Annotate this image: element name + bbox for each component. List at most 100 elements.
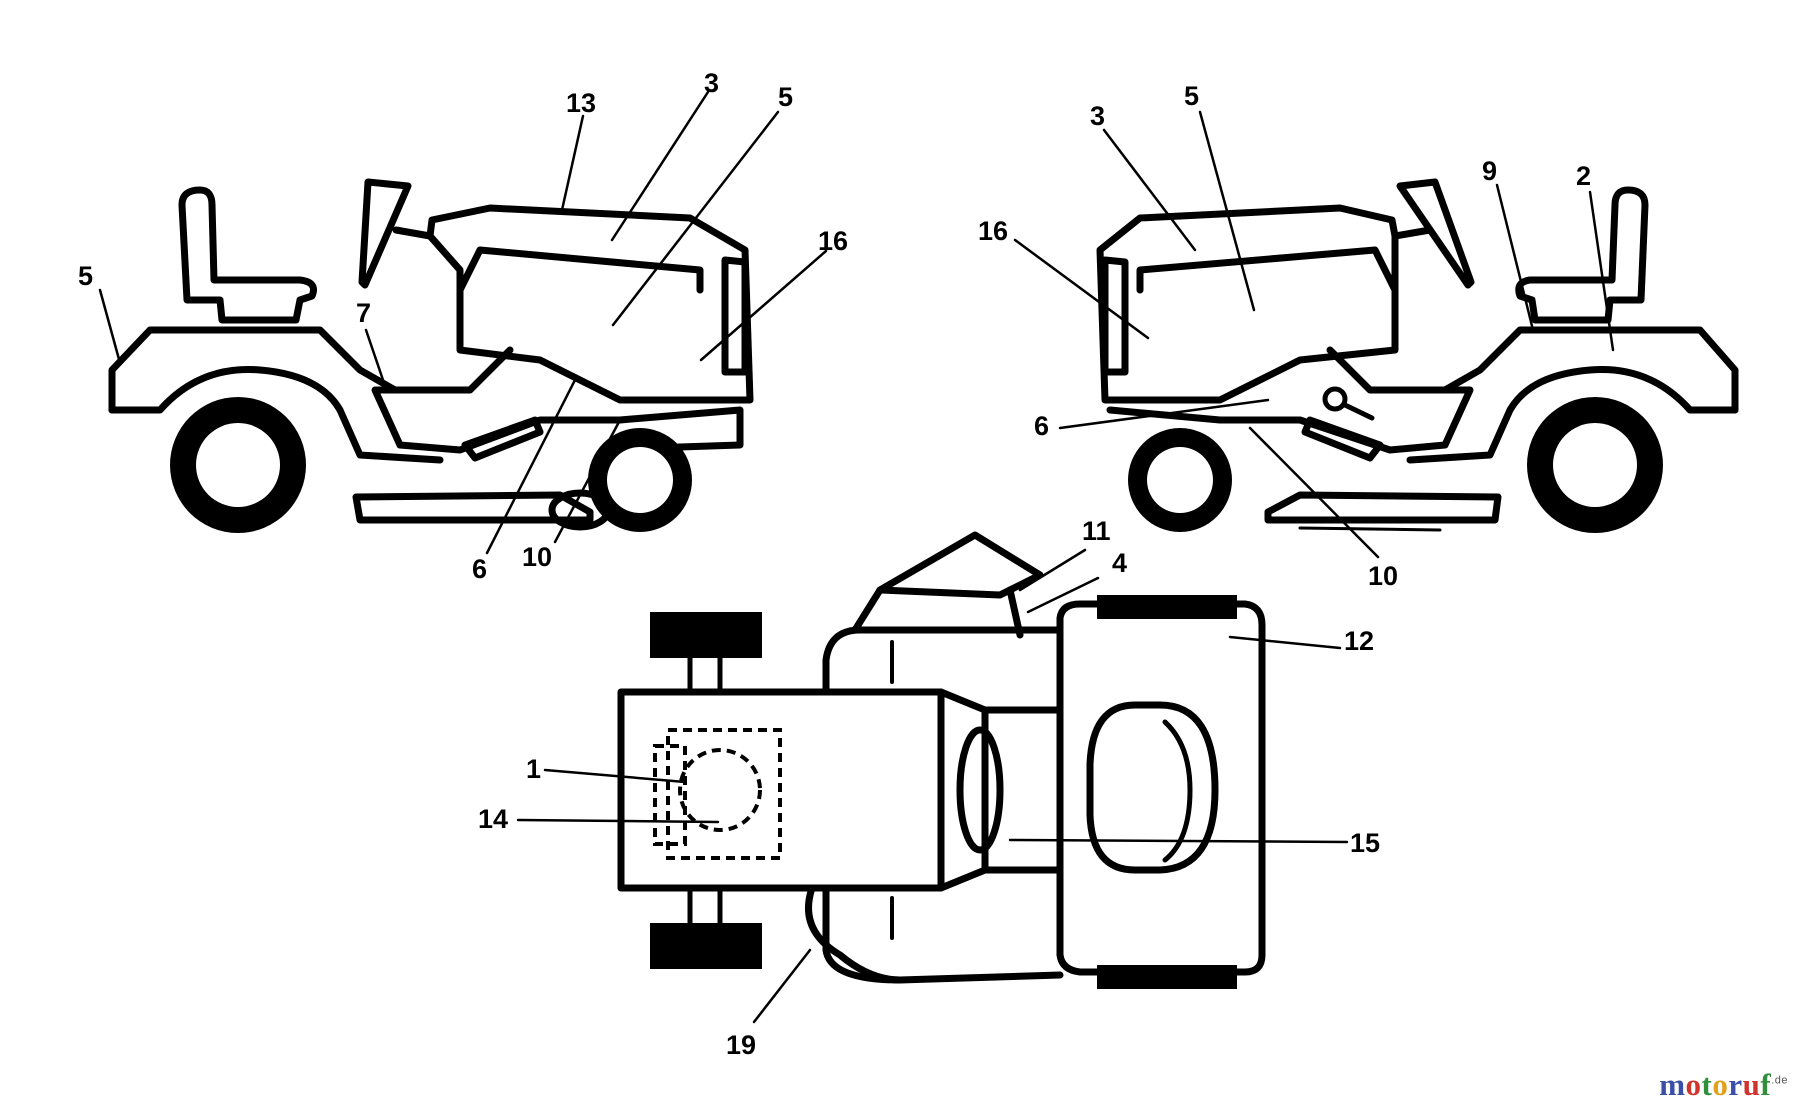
left-callout-13: 13: [566, 88, 596, 118]
right-mower-deck: [1264, 491, 1502, 524]
left-callout-5a: 5: [778, 82, 793, 112]
right-callout-5: 5: [1184, 81, 1199, 111]
left-callout-3: 3: [704, 68, 719, 98]
right-deck-skid: [1298, 526, 1442, 532]
top-view: 11 4 12 1 14 15 19: [478, 516, 1380, 1060]
right-leader-5: [1198, 110, 1256, 312]
right-side-view: 3 5 9 2 16 6 10: [978, 81, 1739, 591]
top-leader-4: [1026, 576, 1100, 614]
top-body-upper: [981, 646, 1064, 934]
top-dashboard: [956, 726, 1004, 854]
top-callout-19: 19: [726, 1030, 756, 1060]
right-callout-10: 10: [1368, 561, 1398, 591]
right-callout-9: 9: [1482, 156, 1497, 186]
left-front-rim: [607, 447, 673, 513]
right-leader-2: [1588, 190, 1615, 352]
right-grille: [1101, 256, 1129, 376]
left-rear-rim: [196, 423, 280, 507]
watermark-letter: t: [1701, 1067, 1713, 1102]
right-callout-3: 3: [1090, 101, 1105, 131]
right-leader-16: [1013, 238, 1150, 340]
right-leader-3: [1102, 128, 1197, 252]
right-steering-column: [1391, 226, 1434, 240]
right-callout-6: 6: [1034, 411, 1049, 441]
left-callout-6: 6: [472, 554, 487, 584]
top-discharge-chute: [851, 531, 1044, 639]
left-steering-wheel: [358, 178, 412, 289]
watermark-letter: o: [1712, 1067, 1729, 1102]
watermark-text: motoruf: [1659, 1067, 1771, 1102]
right-hood-inner: [1136, 246, 1399, 294]
left-callout-5b: 5: [78, 261, 93, 291]
watermark-letter: o: [1685, 1067, 1702, 1102]
top-deck-side: [805, 884, 904, 984]
right-callout-2: 2: [1576, 161, 1591, 191]
left-hood-inner: [456, 246, 704, 294]
top-front-tire-bottom: [650, 923, 762, 969]
left-callout-10: 10: [522, 542, 552, 572]
watermark-letter: r: [1728, 1067, 1743, 1102]
top-callout-14: 14: [478, 804, 508, 834]
right-callout-16: 16: [978, 216, 1008, 246]
right-leader-10: [1248, 426, 1380, 559]
right-fender-arch: [1406, 366, 1739, 464]
watermark-letter: u: [1742, 1067, 1761, 1102]
left-seat: [178, 186, 317, 324]
left-frame: [371, 386, 744, 454]
left-leader-7: [364, 328, 385, 382]
right-seat: [1515, 186, 1649, 324]
left-hood: [426, 204, 754, 404]
watermark-suffix: .de: [1771, 1074, 1788, 1087]
left-leader-16: [699, 249, 828, 362]
left-fender-arch: [108, 366, 444, 464]
top-engine-cap: [678, 748, 762, 832]
left-pedal: [461, 416, 544, 462]
top-front-tire-top: [650, 612, 762, 658]
left-grille: [721, 256, 749, 376]
watermark-letter: f: [1760, 1067, 1772, 1102]
top-hood-nose: [937, 688, 989, 892]
right-steering-wheel: [1396, 178, 1475, 289]
top-leader-19: [752, 948, 812, 1024]
left-leader-5b: [98, 288, 122, 365]
right-pedal: [1301, 416, 1384, 462]
left-leader-13: [560, 114, 585, 212]
left-steering-column: [392, 226, 434, 240]
right-front-rim: [1147, 447, 1213, 513]
right-leader-6: [1058, 398, 1270, 430]
right-leader-9: [1495, 183, 1535, 332]
left-leader-3: [610, 90, 710, 242]
watermark-logo: motoruf.de: [1659, 1067, 1788, 1103]
left-leader-10: [553, 418, 622, 544]
top-engine-outline-inner: [653, 744, 687, 846]
left-callout-16: 16: [818, 226, 848, 256]
top-callout-1: 1: [526, 754, 541, 784]
top-leader-15: [1008, 838, 1349, 844]
left-leader-6: [485, 378, 577, 555]
top-seat-back: [1162, 719, 1193, 863]
left-side-view: 13 3 5 16 5 7 6 10: [78, 68, 848, 584]
right-rear-rim: [1553, 423, 1637, 507]
left-callout-7: 7: [356, 298, 371, 328]
top-front-axle: [687, 655, 723, 926]
top-callout-15: 15: [1350, 828, 1380, 858]
top-leader-12: [1228, 635, 1342, 650]
top-callout-4: 4: [1112, 548, 1127, 578]
right-shift-lever: [1342, 402, 1375, 421]
right-rear-fender: [1326, 326, 1739, 414]
top-hood: [617, 688, 945, 892]
top-leader-1: [543, 768, 687, 784]
right-hood: [1096, 204, 1399, 404]
right-shift-knob: [1322, 386, 1348, 412]
top-chute-lip: [876, 586, 1014, 599]
top-callout-11: 11: [1082, 516, 1111, 546]
top-callout-12: 12: [1344, 626, 1374, 656]
top-rear-body: [1056, 600, 1266, 976]
top-seat-shell: [1086, 701, 1219, 874]
left-rear-fender: [108, 326, 514, 414]
right-frame: [1106, 386, 1474, 454]
top-leader-11: [1018, 548, 1087, 592]
watermark-letter: m: [1659, 1067, 1686, 1102]
left-leader-5a: [611, 110, 780, 327]
